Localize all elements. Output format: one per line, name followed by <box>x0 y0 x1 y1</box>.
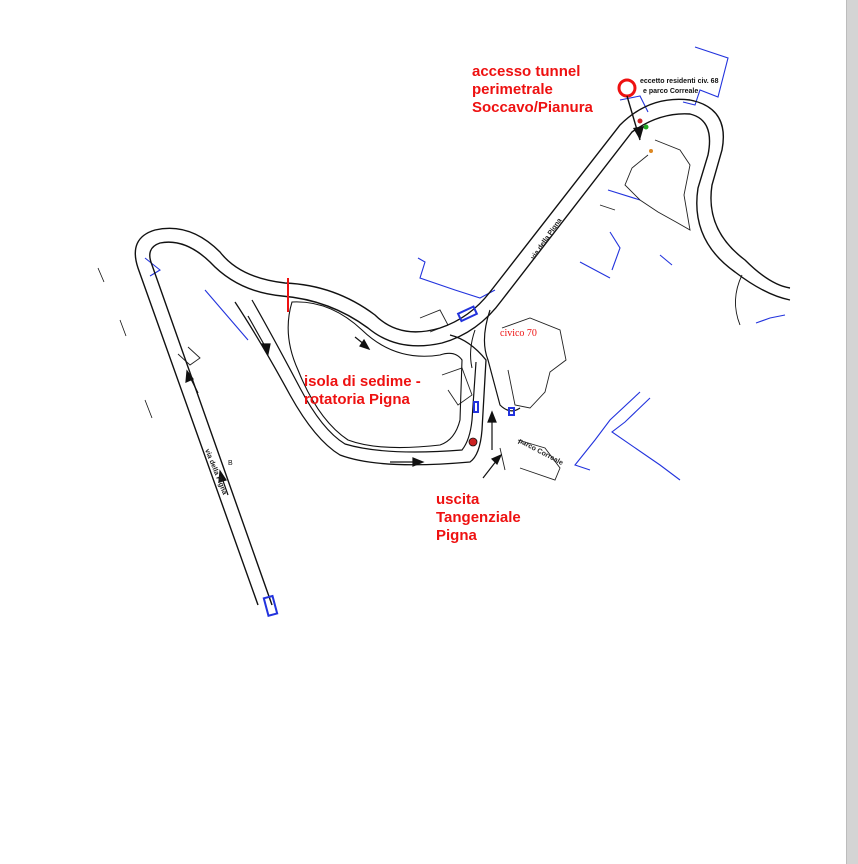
page-scrollbar[interactable] <box>846 0 858 864</box>
svg-text:e parco Correale: e parco Correale <box>643 88 698 95</box>
svg-text:isola di sedime -: isola di sedime - <box>304 373 421 390</box>
direction-arrows <box>185 315 503 496</box>
sign-pointer-head <box>633 126 644 140</box>
label-except-residents: eccetto residenti civ. 68 e parco Correa… <box>640 78 719 95</box>
svg-text:rotatoria Pigna: rotatoria Pigna <box>304 391 411 408</box>
svg-text:Soccavo/Pianura: Soccavo/Pianura <box>472 99 594 116</box>
svg-text:Tangenziale: Tangenziale <box>436 509 521 526</box>
building-outlines <box>144 46 786 481</box>
label-civico: civico 70 <box>500 328 537 339</box>
label-exit: uscita Tangenziale Pigna <box>436 491 521 544</box>
svg-text:Pigna: Pigna <box>436 527 477 544</box>
label-island: isola di sedime - rotatoria Pigna <box>304 373 421 408</box>
traffic-light-icon <box>468 118 653 447</box>
svg-text:uscita: uscita <box>436 491 480 508</box>
svg-text:perimetrale: perimetrale <box>472 81 553 98</box>
road-via-pigna-lower <box>134 98 791 606</box>
black-buildings <box>177 139 691 481</box>
no-entry-sign-icon <box>617 78 637 98</box>
street-label-upper: via della Pigna <box>530 217 564 261</box>
roads <box>97 98 791 606</box>
bus-stop-icon <box>262 305 515 617</box>
island-outline <box>287 301 463 449</box>
map-marker-letter: B <box>228 460 233 467</box>
svg-text:accesso tunnel: accesso tunnel <box>472 63 580 80</box>
street-label-lower: via della Pigna <box>203 448 228 496</box>
street-label-parco: parco Correale <box>517 438 564 467</box>
label-tunnel-access: accesso tunnel perimetrale Soccavo/Pianu… <box>472 63 594 116</box>
svg-text:eccetto residenti civ. 68: eccetto residenti civ. 68 <box>640 78 719 85</box>
road-rotatoria-loop <box>234 301 487 466</box>
